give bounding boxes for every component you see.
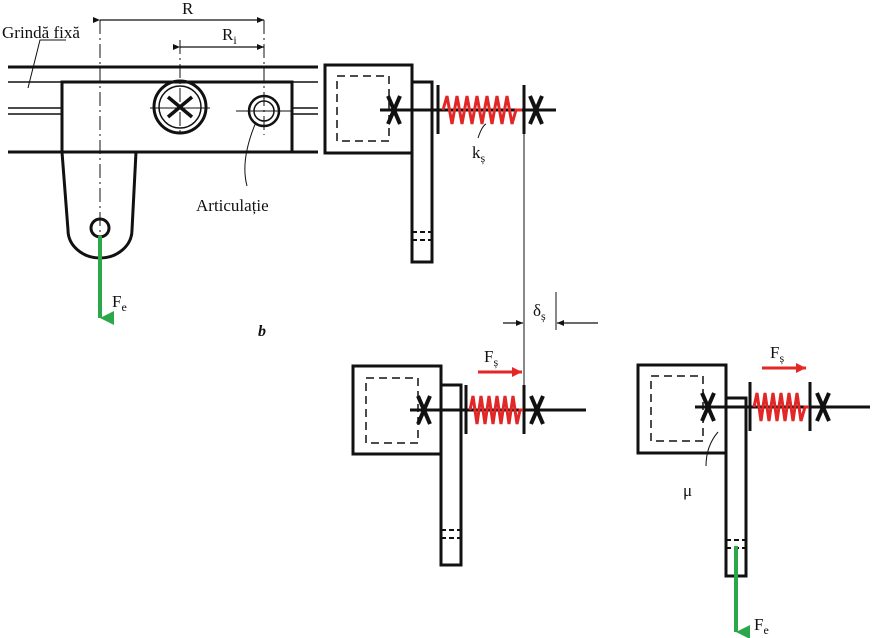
label-mu: μ [683, 481, 692, 500]
joint-symbol [247, 94, 281, 128]
leader-fixed-beam [27, 39, 66, 89]
label-force-fe-left: Fe [112, 292, 127, 314]
leader-joint [244, 121, 257, 187]
spring-top [441, 95, 522, 125]
spring-middle [468, 395, 523, 425]
label-force-fs-middle: Fș [484, 347, 498, 369]
label-joint: Articulație [196, 196, 269, 215]
leader-spring [477, 123, 487, 139]
mechanism-top [323, 63, 556, 264]
label-force-fe-right: Fe [754, 615, 769, 637]
figure-letter: b [258, 323, 266, 340]
centerlines [99, 20, 292, 258]
label-R: R [182, 0, 194, 18]
mechanism-right [636, 363, 870, 578]
label-force-fs-right: Fș [770, 343, 784, 365]
spring-right [752, 392, 809, 422]
bolt-symbol [152, 79, 208, 135]
label-fixed-beam: Grindă fixă [2, 23, 80, 42]
leader-mu [705, 431, 719, 467]
mechanism-middle [351, 364, 586, 567]
label-delta: δș [533, 301, 546, 323]
fixed-beam [8, 65, 318, 154]
label-spring-k: kș [472, 143, 486, 165]
label-Ri: Ri [222, 25, 237, 47]
